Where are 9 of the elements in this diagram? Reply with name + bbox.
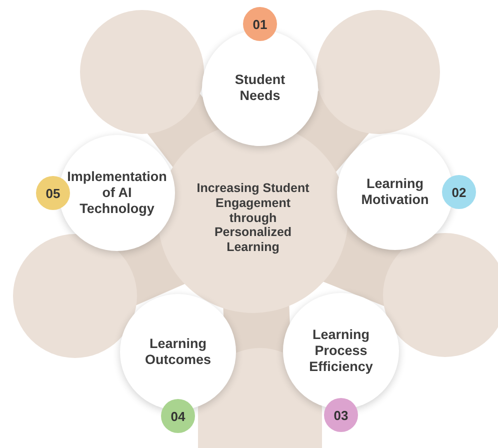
topic-label: Learning Process Efficiency (308, 327, 374, 375)
number-badge: 02 (442, 175, 476, 209)
number-badge: 01 (243, 7, 277, 41)
center-title: Increasing Student Engagement through Personalized Learning (196, 181, 310, 255)
topic-label: Learning Motivation (360, 176, 430, 208)
number-badge: 03 (324, 398, 358, 432)
topic-label: Learning Outcomes (144, 336, 212, 368)
topic-label: Student Needs (234, 72, 286, 104)
number-badge: 04 (161, 399, 195, 433)
